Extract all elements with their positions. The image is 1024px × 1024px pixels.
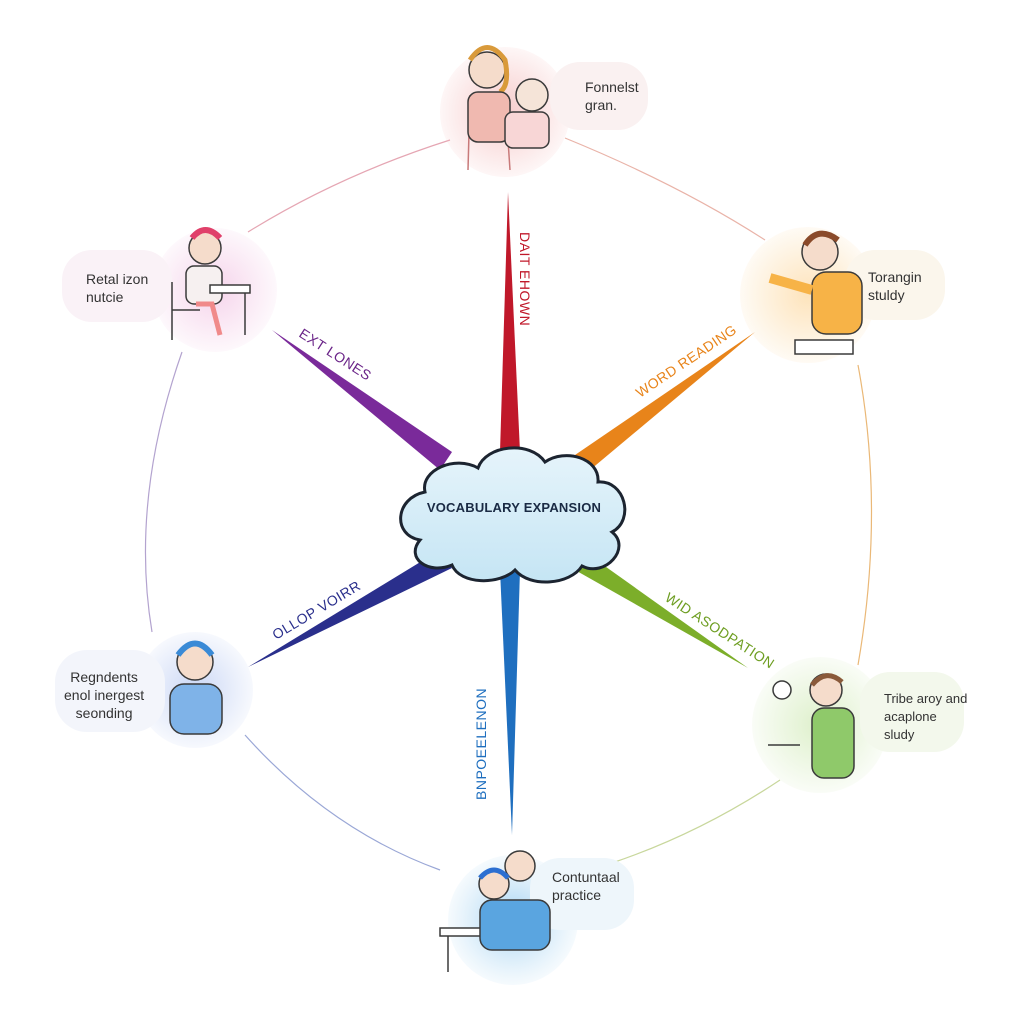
person-torso-icon xyxy=(811,271,863,335)
node-label-bubble-bottomleft xyxy=(55,650,165,732)
spoke-label-bottom-right: WID ASODPATION xyxy=(662,589,777,672)
person-torso-icon xyxy=(811,707,855,779)
person-torso-icon xyxy=(479,899,551,951)
outer-ring xyxy=(144,137,873,871)
node-label-bubble-bottomright xyxy=(860,672,964,752)
center-cloud xyxy=(399,446,627,584)
person-torso-icon xyxy=(467,91,511,143)
node-label-line: nutcie xyxy=(86,289,124,305)
hair-icon xyxy=(478,867,510,880)
node-label-line: Tribe aroy and xyxy=(884,691,968,706)
node-label-line: gran. xyxy=(585,97,617,113)
illustration-top xyxy=(467,45,550,171)
node-label-line: Regndents xyxy=(70,669,138,685)
center-title: VOCABULARY EXPANSION xyxy=(426,500,602,515)
node-label-bottom: Contuntaal practice xyxy=(552,868,620,904)
desk-icon xyxy=(209,284,251,294)
node-label-line: sludy xyxy=(884,727,915,742)
hair-icon xyxy=(802,230,840,247)
node-label-line: stuldy xyxy=(868,287,905,303)
ring-segment-bottom-bottomleft xyxy=(244,734,441,871)
illustration-topright xyxy=(768,230,863,355)
spoke-bottom-right xyxy=(575,552,748,668)
hair-icon xyxy=(467,45,510,95)
spoke-label-bottom: BNPOEELENON xyxy=(473,688,489,800)
hair-icon xyxy=(189,227,223,241)
node-label-bottomleft: Regndents enol inergest seonding xyxy=(64,668,144,722)
notebook-icon xyxy=(794,339,854,355)
ring-segment-top-topleft xyxy=(247,139,451,233)
node-label-line: Retal izon xyxy=(86,271,149,287)
node-label-line: Fonnelst xyxy=(585,79,639,95)
ring-segment-top-topright xyxy=(564,137,766,241)
spoke-top-left xyxy=(272,330,452,470)
ring-segment-bottomleft-topleft xyxy=(144,351,183,633)
node-label-line: Contuntaal xyxy=(552,869,620,885)
teacher-head-icon xyxy=(504,850,536,882)
chair-icon xyxy=(171,282,200,340)
spoke-label-top: DAIT EHOWN xyxy=(517,232,533,326)
node-label-line: practice xyxy=(552,887,602,903)
spoke-bottom xyxy=(500,570,520,835)
node-label-line: seonding xyxy=(75,705,133,721)
hair-icon xyxy=(810,673,844,687)
magnifier-icon xyxy=(772,680,792,700)
illustration-topleft xyxy=(171,227,251,340)
node-label-bubble-topleft xyxy=(62,250,172,322)
node-label-top: Fonnelst gran. xyxy=(585,78,639,114)
node-label-bubble-topright xyxy=(845,250,945,320)
hair-icon xyxy=(175,640,215,657)
node-label-line: acaplone xyxy=(884,709,937,724)
spokes xyxy=(248,192,755,835)
cloud-shape xyxy=(399,446,627,584)
person-arm-icon xyxy=(768,273,814,295)
node-label-bubble-top xyxy=(550,62,648,130)
spoke-top-right xyxy=(575,332,755,470)
ring-segment-topright-bottomright xyxy=(857,364,873,666)
child-torso-icon xyxy=(504,111,550,149)
node-label-topleft: Retal izon nutcie xyxy=(86,270,148,306)
node-label-line: enol inergest xyxy=(64,687,145,703)
child-head-icon xyxy=(515,78,549,112)
node-label-bottomright: Tribe aroy and acaplone sludy xyxy=(884,690,967,744)
spoke-bottom-left xyxy=(248,550,452,667)
person-legs-icon xyxy=(196,301,223,336)
node-label-topright: Torangin stuldy xyxy=(868,268,922,304)
node-label-line: Torangin xyxy=(868,269,922,285)
illustration-bottomleft xyxy=(169,640,223,735)
spoke-top xyxy=(500,192,520,452)
illustration-bottomright xyxy=(768,673,855,779)
ring-segment-bottomright-bottom xyxy=(589,779,781,871)
illustration-bottom xyxy=(439,850,551,972)
person-torso-icon xyxy=(169,683,223,735)
node-label-bubble-bottom xyxy=(530,858,634,930)
